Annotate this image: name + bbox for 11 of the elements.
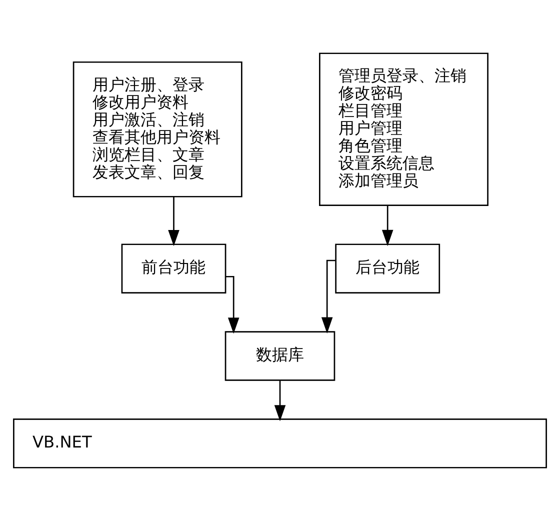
node-box: 用户注册、登录 修改用户资料 用户激活、注销 查看其他用户资料 浏览栏目、文章 发表文章、回复 <box>72 60 242 197</box>
arrow <box>274 380 286 421</box>
node-box: VB.NET <box>13 418 547 468</box>
node-box: 数据库 <box>224 330 336 380</box>
arrow <box>168 196 180 246</box>
arrow <box>321 259 336 333</box>
node-box: 后台功能 <box>335 243 440 293</box>
node-box: 管理员登录、注销 修改密码 栏目管理 用户管理 角色管理 设置系统信息 添加管理员 <box>319 52 488 206</box>
node-box: 前台功能 <box>121 243 226 293</box>
arrow <box>382 205 394 246</box>
arrow <box>226 275 240 334</box>
